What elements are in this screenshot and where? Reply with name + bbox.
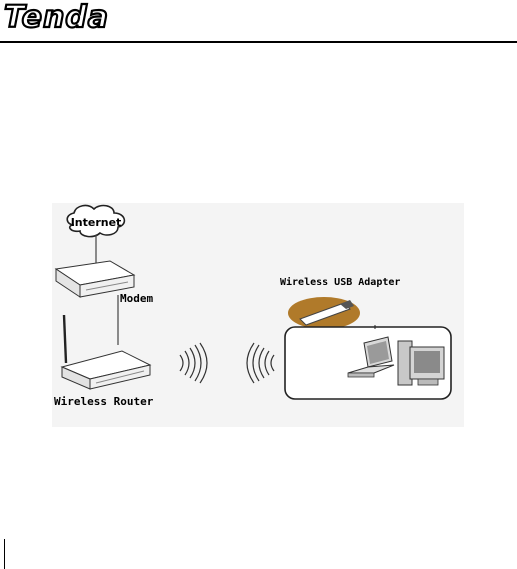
- brand-name: Tenda: [4, 0, 109, 34]
- modem-label: Modem: [120, 292, 153, 305]
- network-diagram: Internet Modem Wireless Router Wireless …: [52, 203, 464, 427]
- desktop-computer-icon: [398, 341, 444, 385]
- header-rule: [0, 41, 517, 43]
- internet-label: Internet: [71, 216, 122, 229]
- adapter-label: Wireless USB Adapter: [280, 276, 400, 288]
- page-margin-marker: [4, 539, 5, 569]
- tenda-logo: Tenda: [0, 0, 170, 34]
- router-label: Wireless Router: [54, 395, 154, 408]
